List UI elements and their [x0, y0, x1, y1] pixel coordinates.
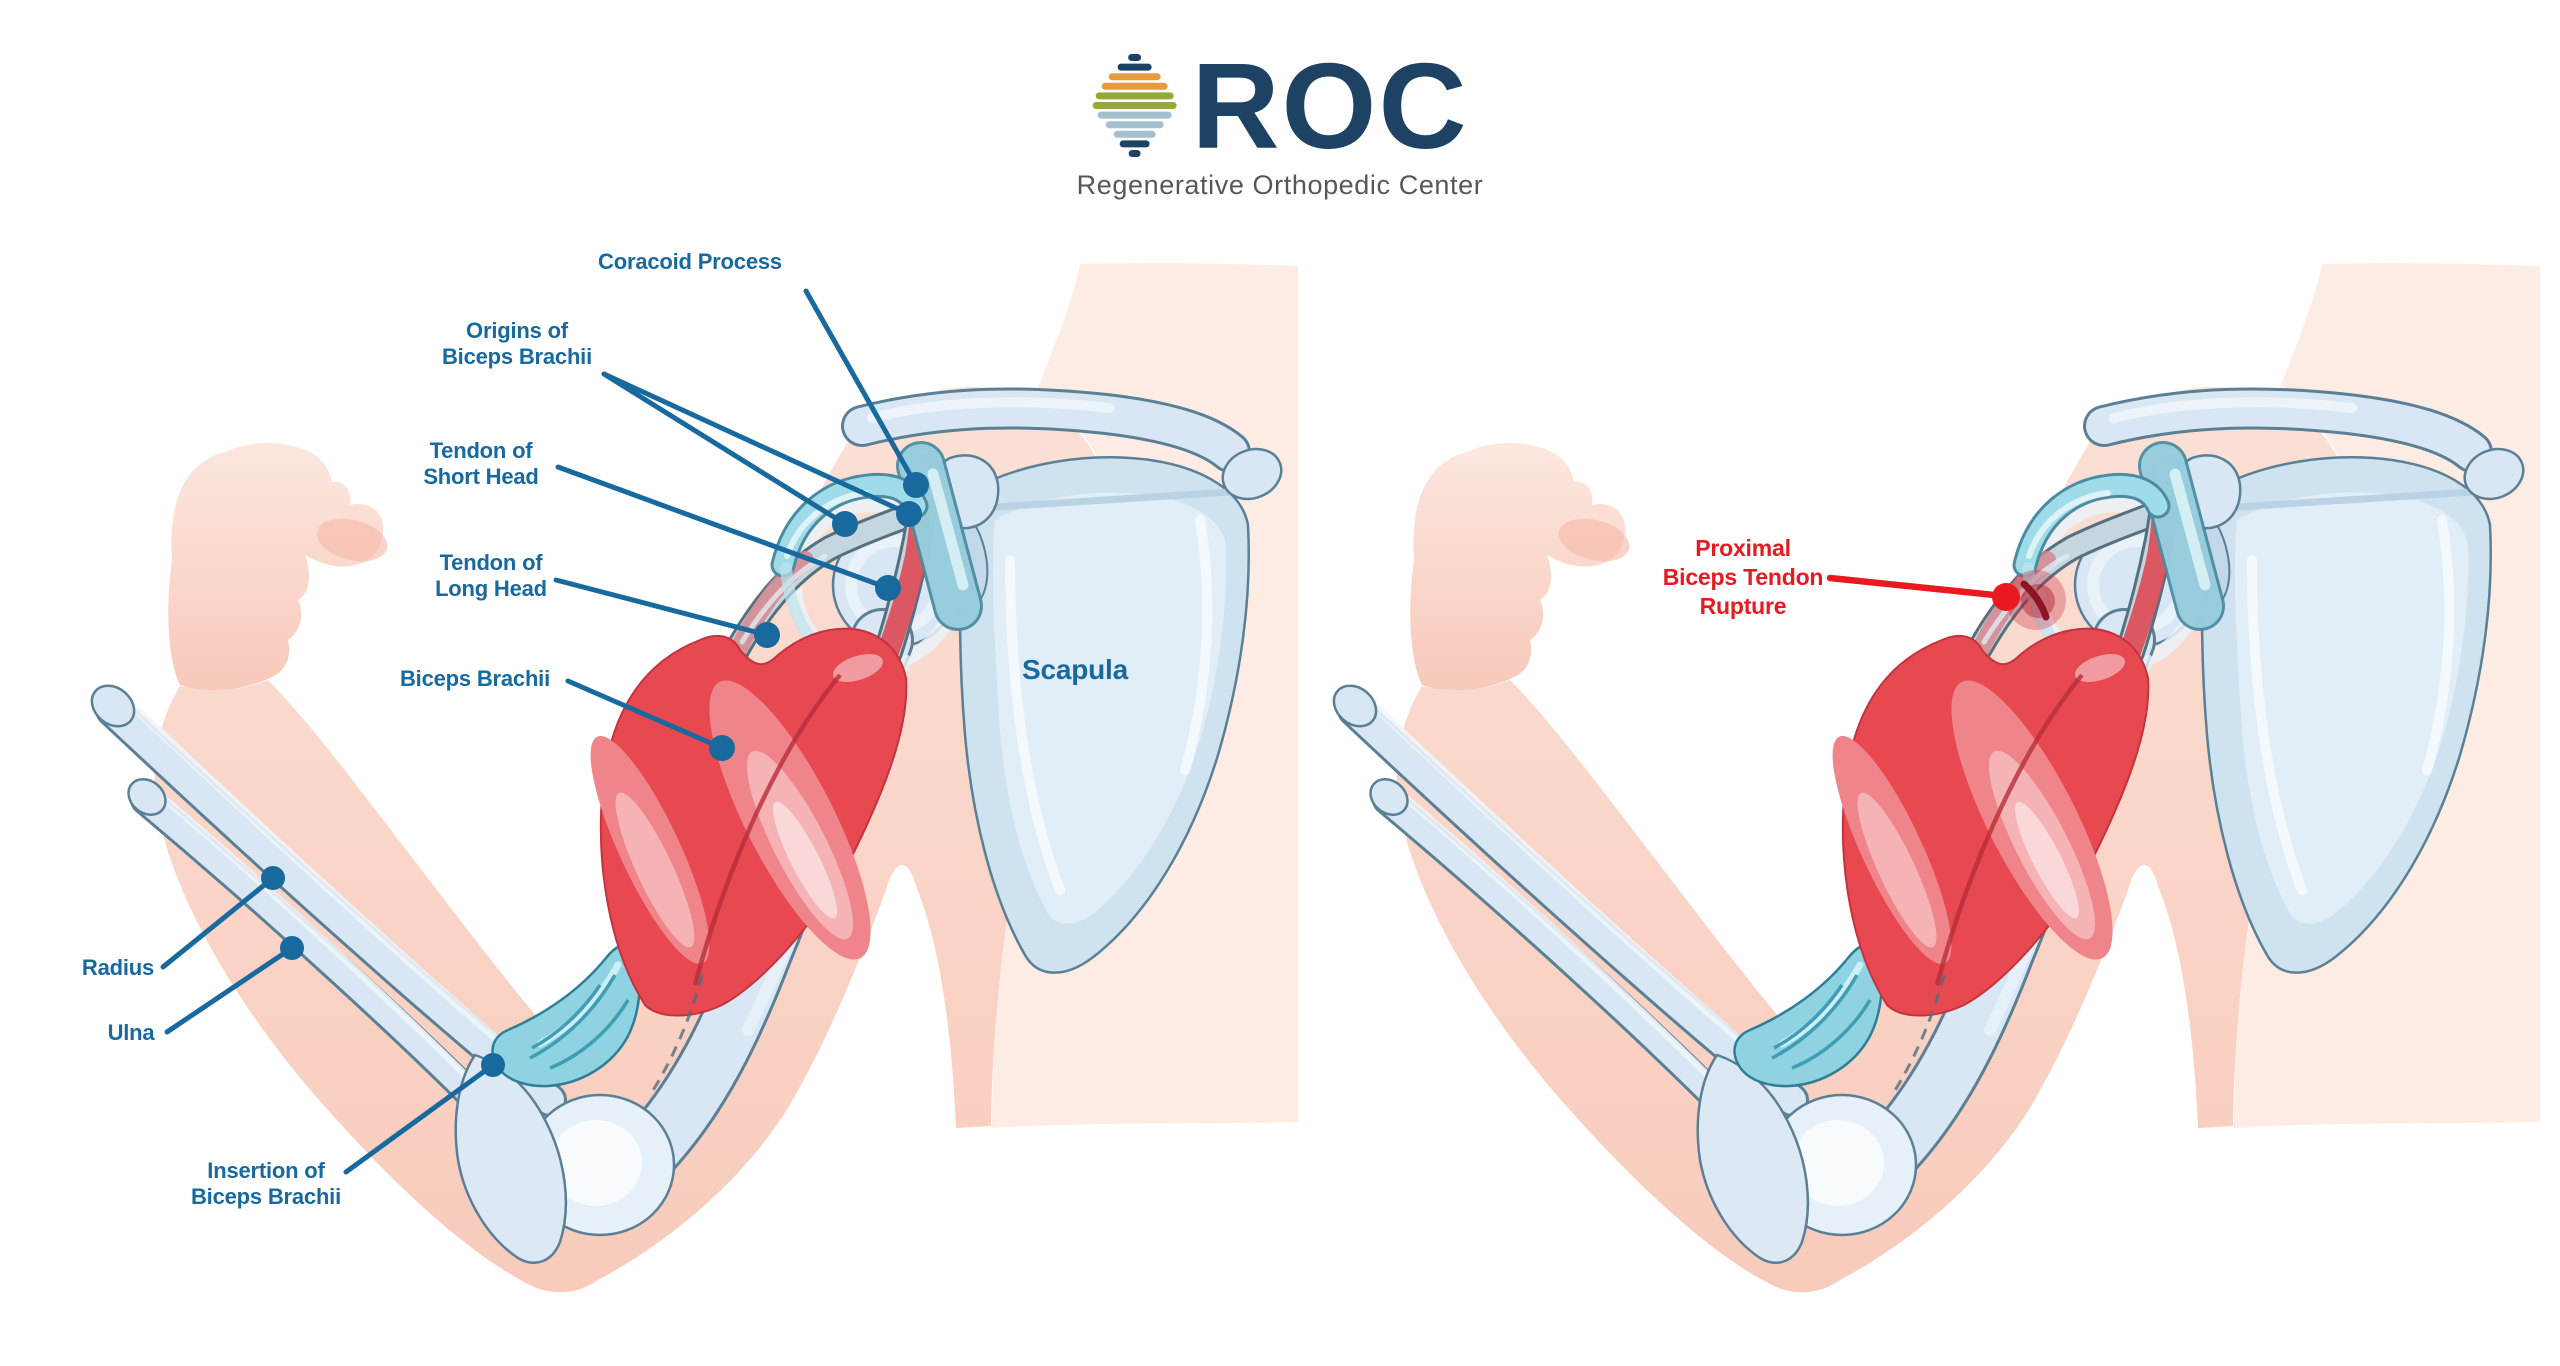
roc-logo: ROC Regenerative Orthopedic Center	[1076, 37, 1484, 201]
label-radius: Radius	[81, 955, 155, 980]
label-insertion-of-biceps-brachii: Insertion of Biceps Brachii	[190, 1158, 342, 1209]
label-proximal-biceps-tendon-rupture: Proximal Biceps Tendon Rupture	[1662, 535, 1824, 619]
label-biceps-brachii: Biceps Brachii	[399, 666, 551, 691]
rupture-marker	[1826, 570, 2066, 630]
arm-anatomy-ruptured	[1326, 263, 2540, 1292]
label-origins-of-biceps-brachii: Origins of Biceps Brachii	[441, 318, 593, 369]
arm-anatomy-normal	[84, 263, 1298, 1292]
label-ulna: Ulna	[107, 1020, 155, 1045]
label-coracoid-process: Coracoid Process	[598, 249, 782, 274]
leader-lines	[160, 288, 919, 1175]
logo-acronym: ROC	[1191, 37, 1469, 174]
label-scapula: Scapula	[1022, 654, 1128, 685]
logo-subtitle: Regenerative Orthopedic Center	[1076, 170, 1484, 200]
striped-diamond-logo-icon	[1092, 54, 1177, 157]
label-tendon-of-long-head: Tendon of Long Head	[435, 550, 547, 601]
label-tendon-of-short-head: Tendon of Short Head	[423, 438, 539, 489]
label-dots	[261, 472, 929, 1077]
